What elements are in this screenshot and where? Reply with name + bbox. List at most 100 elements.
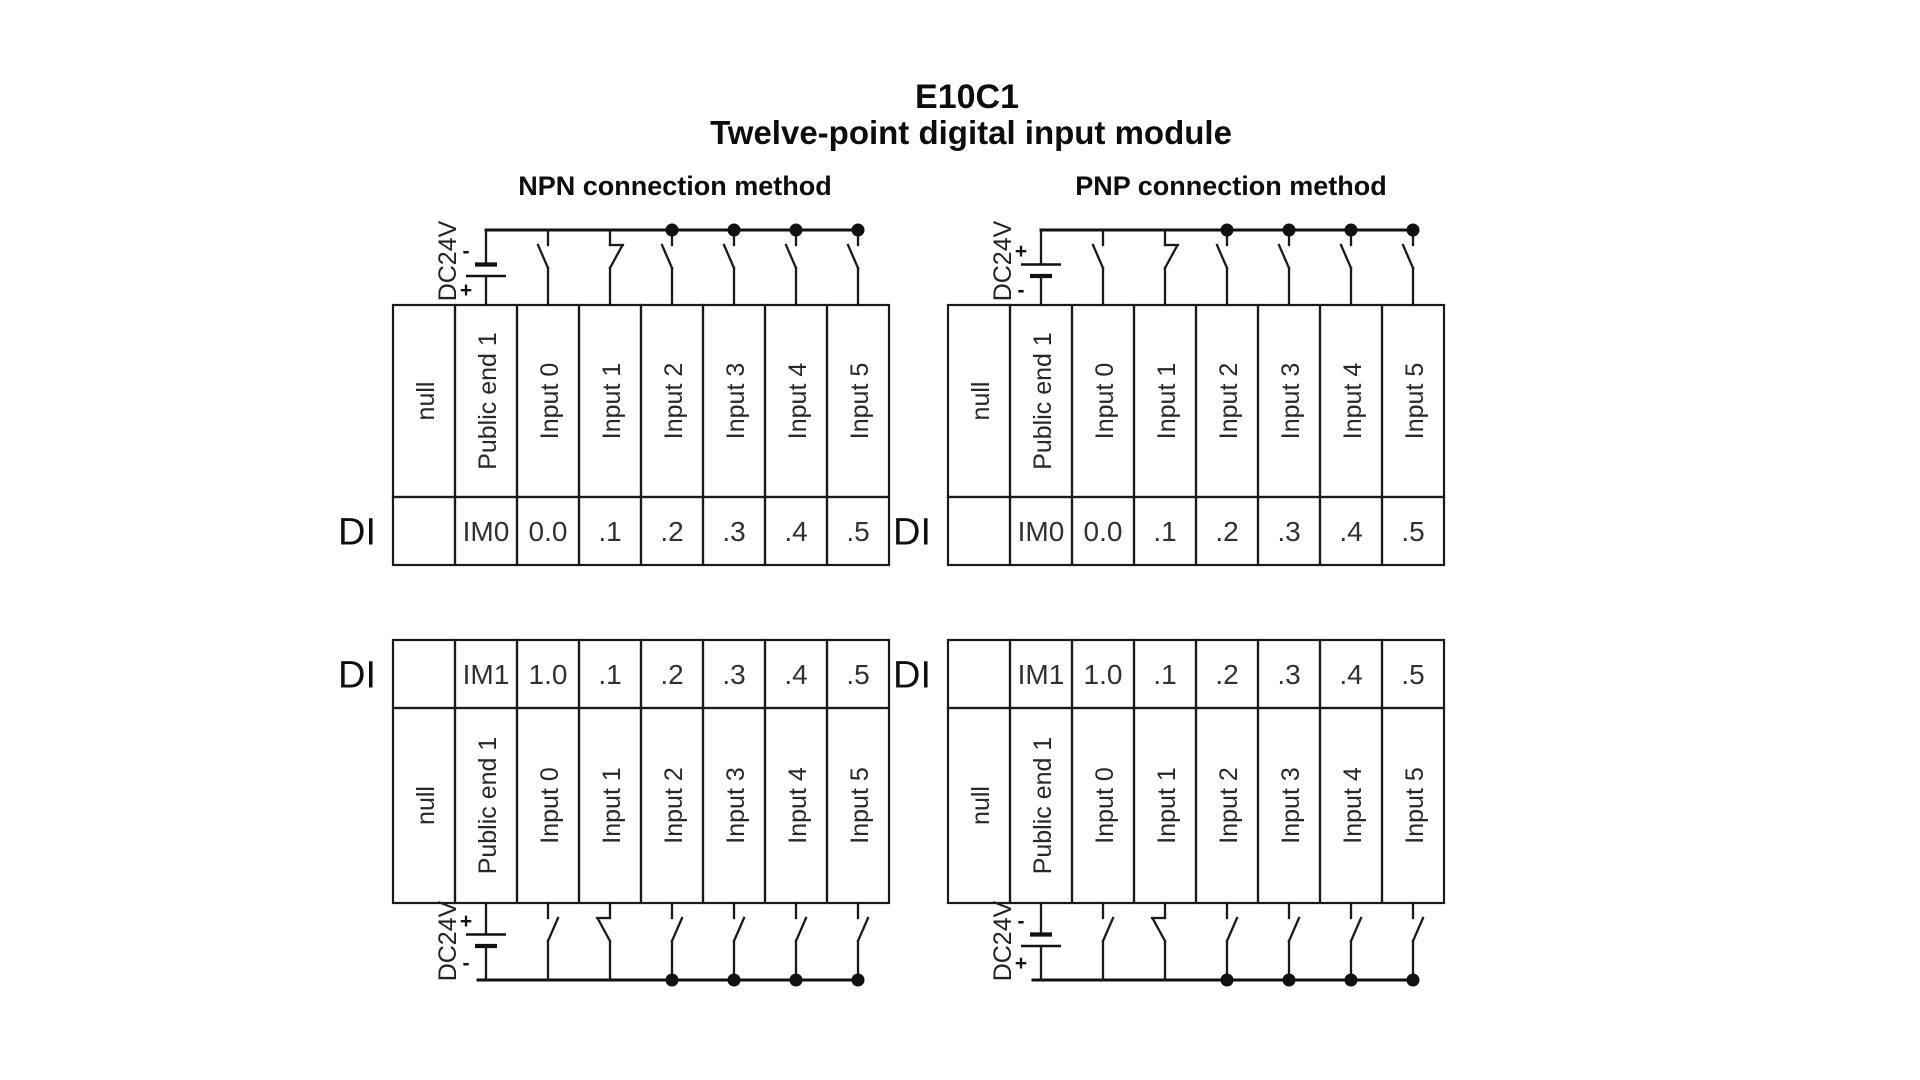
junction-dot — [1282, 223, 1296, 237]
junction-dot — [1220, 973, 1234, 987]
pnp-section-label: PNP connection method — [1075, 171, 1387, 201]
junction-dot — [665, 223, 679, 237]
switch-blade — [1225, 916, 1239, 943]
di-value: .5 — [1401, 659, 1424, 690]
switch-contact-input-0 — [536, 228, 550, 307]
terminal-label: null — [967, 786, 995, 825]
di-value: 0.0 — [1084, 516, 1123, 547]
switch-contact-input-1 — [595, 901, 612, 982]
switch-contact-input-3 — [732, 901, 746, 982]
switch-contact-input-1 — [608, 228, 625, 307]
di-cell — [946, 638, 1012, 710]
di-value: .5 — [1401, 516, 1424, 547]
di-value: .2 — [1215, 516, 1238, 547]
battery-terminal-bottom-sign: - — [1018, 279, 1025, 302]
switch-contact-input-3 — [1277, 228, 1291, 307]
switch-blade — [1215, 243, 1229, 270]
switch-blade — [1101, 916, 1115, 943]
di-value: IM0 — [1018, 516, 1065, 547]
di-cell — [946, 495, 1012, 567]
battery-terminal-top-sign: + — [460, 910, 472, 933]
switch-contact-input-0 — [546, 901, 560, 982]
power-supply-label: DC24V — [989, 900, 1017, 981]
di-row-label: DI — [893, 512, 931, 554]
di-row-label: DI — [338, 655, 376, 697]
switch-contact-input-3 — [722, 228, 736, 307]
junction-dot — [851, 973, 865, 987]
di-value: IM1 — [1018, 659, 1065, 690]
switch-contact-input-0 — [1091, 228, 1105, 307]
junction-dot — [1344, 223, 1358, 237]
di-value: IM1 — [463, 659, 510, 690]
switch-blade — [846, 243, 860, 270]
terminal-label: Input 1 — [1153, 363, 1181, 439]
terminal-label: Input 0 — [536, 767, 564, 843]
switch-contact-input-4 — [1339, 228, 1353, 307]
switch-blade — [1277, 243, 1291, 270]
switch-contact-input-2 — [670, 901, 684, 982]
di-value: 1.0 — [529, 659, 568, 690]
di-value: .4 — [1339, 659, 1362, 690]
npn-section-label: NPN connection method — [518, 171, 832, 201]
terminal-label: Input 2 — [1215, 363, 1243, 439]
di-value: .3 — [1277, 659, 1300, 690]
terminal-label: Public end 1 — [1029, 332, 1057, 470]
terminal-label: Input 1 — [598, 767, 626, 843]
switch-contact-input-0 — [1101, 901, 1115, 982]
terminal-label: null — [412, 382, 440, 421]
switch-contact-input-5 — [856, 901, 870, 982]
terminal-label: Input 5 — [846, 363, 874, 439]
terminal-label: Input 2 — [1215, 767, 1243, 843]
switch-contact-input-4 — [794, 901, 808, 982]
switch-contact-input-5 — [846, 228, 860, 307]
di-value: .3 — [722, 516, 745, 547]
di-cell — [1380, 495, 1446, 567]
switch-blade — [1401, 243, 1415, 270]
switch-blade — [784, 243, 798, 270]
battery-terminal-bottom-sign: + — [460, 279, 472, 302]
power-supply-label: DC24V — [434, 900, 462, 981]
terminal-label: Input 4 — [1339, 363, 1367, 440]
switch-contact-input-5 — [1411, 901, 1425, 982]
junction-dot — [1406, 973, 1420, 987]
switch-blade — [1339, 243, 1353, 270]
junction-dot — [851, 223, 865, 237]
di-value: IM0 — [463, 516, 510, 547]
page-subtitle: Twelve-point digital input module — [710, 114, 1232, 151]
di-value: .2 — [660, 516, 683, 547]
di-value: .1 — [1153, 516, 1176, 547]
switch-blade — [794, 916, 808, 943]
terminal-label: Input 4 — [784, 363, 812, 440]
di-value: .2 — [1215, 659, 1238, 690]
switch-blade — [660, 243, 674, 270]
di-cell — [1380, 638, 1446, 710]
terminal-label: Input 4 — [1339, 767, 1367, 844]
di-cell — [391, 638, 457, 710]
switch-blade — [608, 244, 624, 270]
terminal-label: Input 5 — [1401, 363, 1429, 439]
junction-dot — [1406, 223, 1420, 237]
di-value: .1 — [1153, 659, 1176, 690]
switch-blade — [596, 917, 612, 943]
terminal-label: Input 5 — [1401, 767, 1429, 843]
terminal-label: Input 0 — [1091, 767, 1119, 843]
terminal-label: Input 3 — [722, 767, 750, 843]
di-cell — [825, 495, 891, 567]
battery-terminal-top-sign: - — [1018, 910, 1025, 933]
junction-dot — [789, 223, 803, 237]
di-value: .2 — [660, 659, 683, 690]
battery-terminal-bottom-sign: + — [1015, 952, 1027, 975]
switch-contact-input-1 — [1163, 228, 1180, 307]
switch-contact-input-5 — [1401, 228, 1415, 307]
power-supply-label: DC24V — [989, 220, 1017, 301]
di-row-label: DI — [893, 655, 931, 697]
switch-contact-input-3 — [1287, 901, 1301, 982]
battery-terminal-bottom-sign: - — [463, 952, 470, 975]
terminal-label: Input 3 — [1277, 363, 1305, 439]
di-value: 0.0 — [529, 516, 568, 547]
di-value: .4 — [784, 516, 807, 547]
terminal-label: Public end 1 — [1029, 737, 1057, 875]
